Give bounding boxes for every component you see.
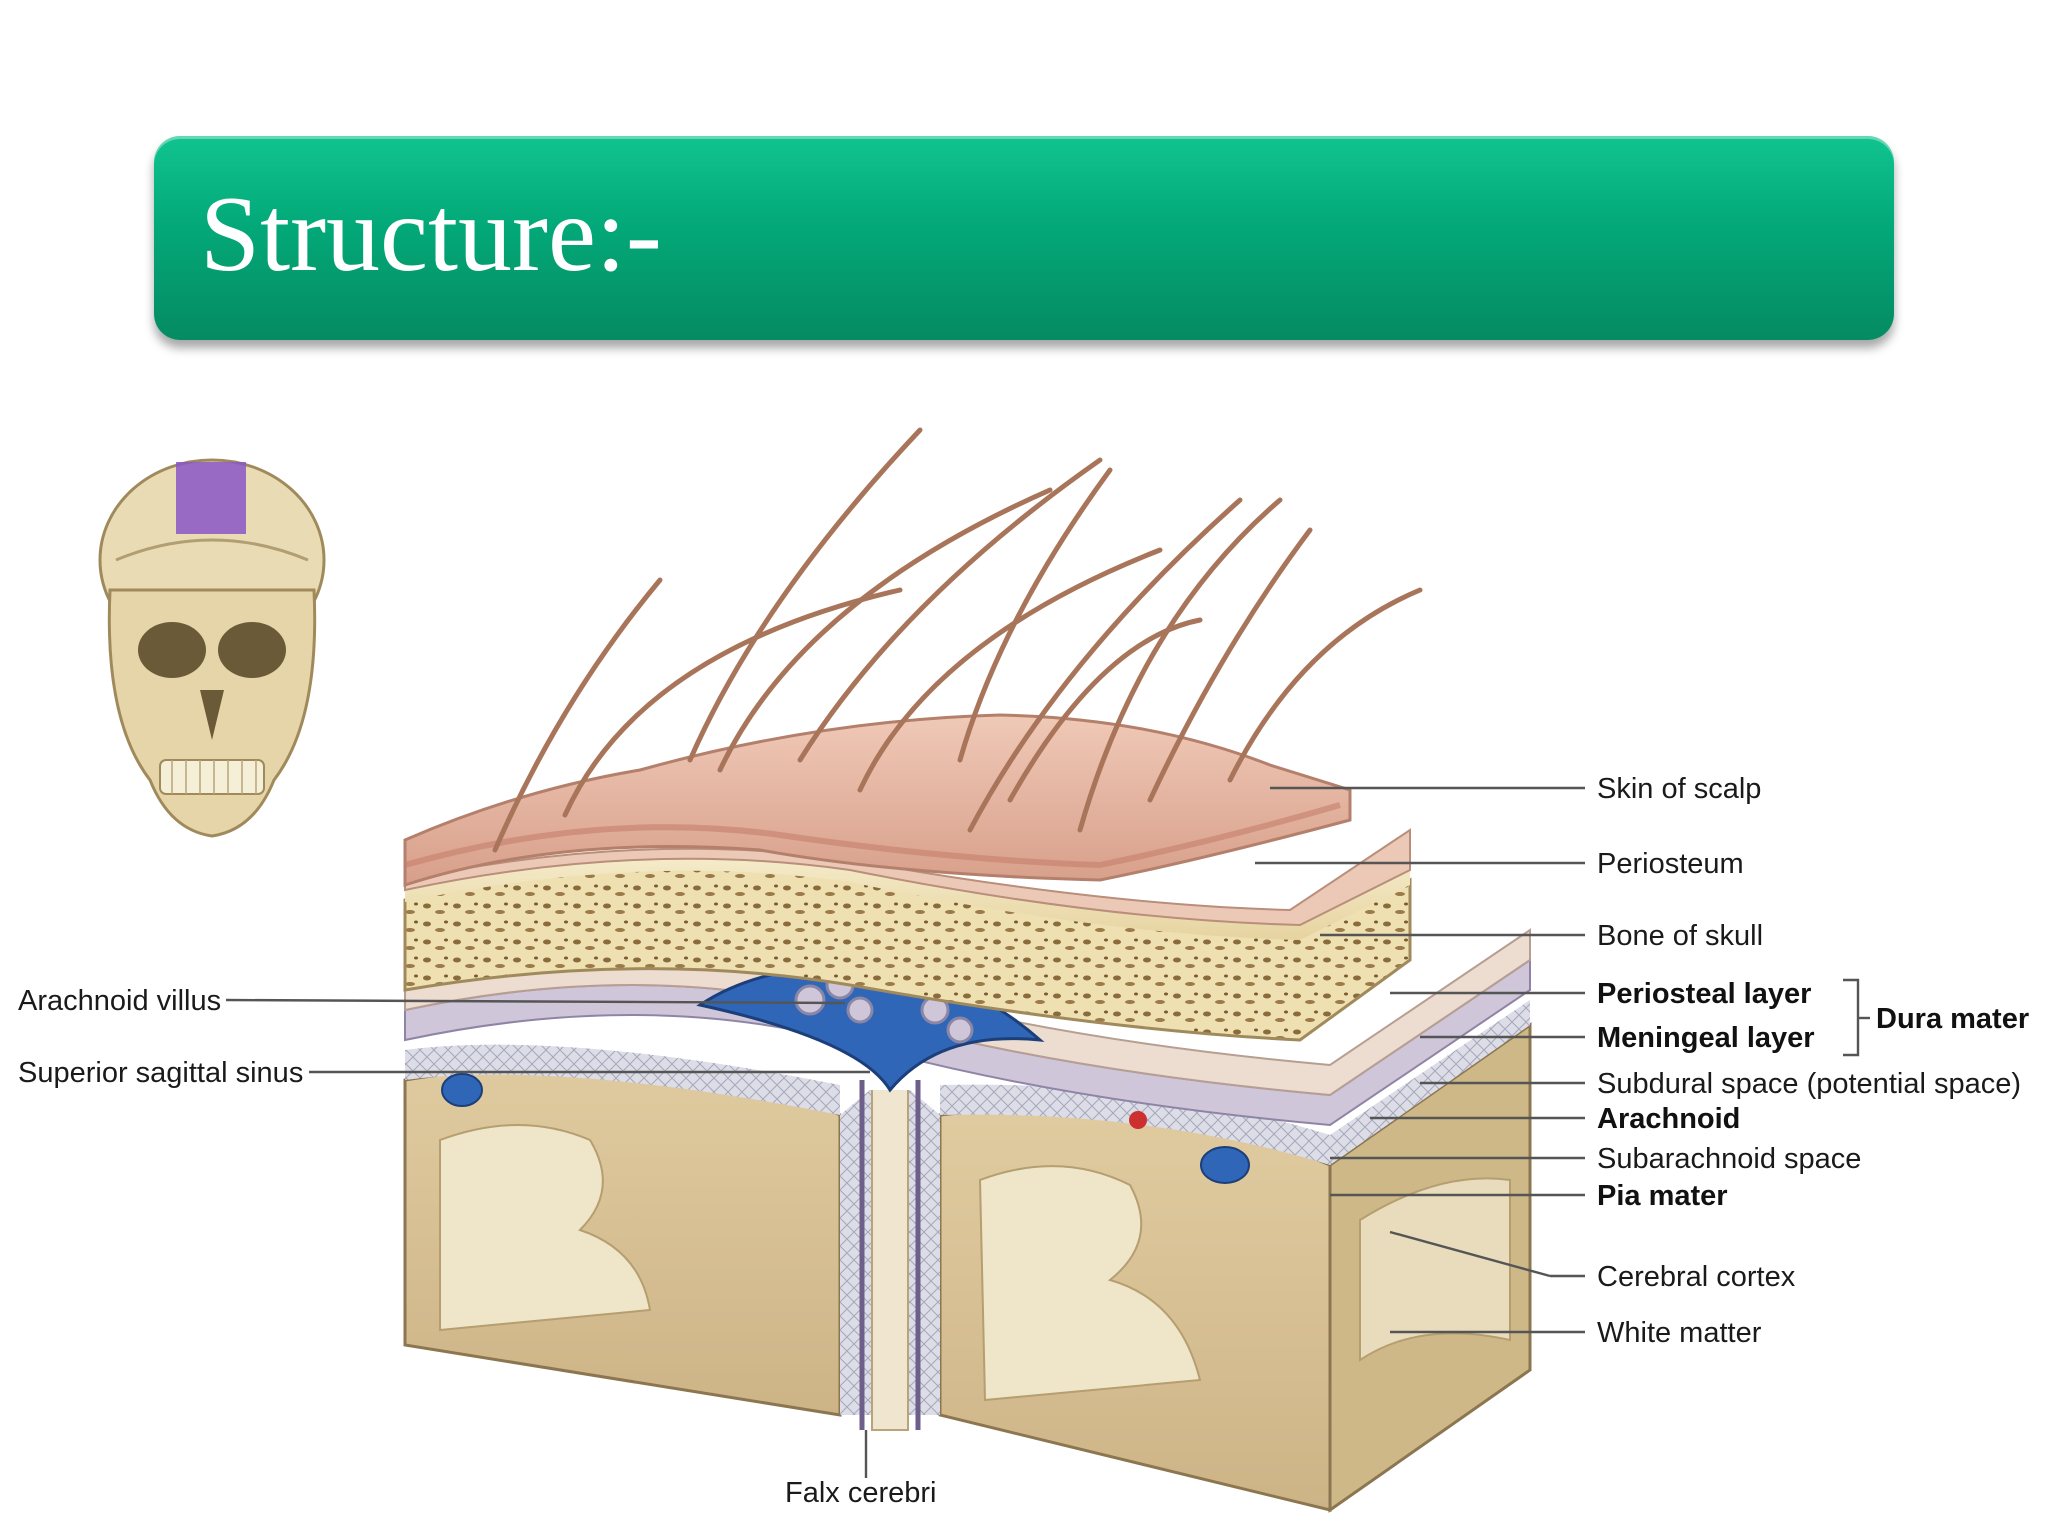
scalp-shape [403,713,1352,888]
label-subarachnoid-space: Subarachnoid space [1597,1143,1861,1175]
hairs [492,427,1423,853]
label-subdural-space: Subdural space (potential space) [1597,1068,2021,1100]
label-arachnoid: Arachnoid [1597,1103,1740,1135]
label-periosteal-layer: Periosteal layer [1597,978,1811,1010]
label-meningeal-layer: Meningeal layer [1597,1022,1815,1054]
leader-lines [225,786,1870,1478]
label-falx-cerebri: Falx cerebri [785,1477,937,1509]
slide-title: Structure:- [200,175,662,294]
skull-thumbnail [98,458,326,838]
label-cerebral-cortex: Cerebral cortex [1597,1261,1796,1293]
label-arachnoid-villus: Arachnoid villus [18,985,221,1017]
label-periosteum: Periosteum [1597,848,1744,880]
label-pia-mater: Pia mater [1597,1180,1728,1212]
label-skin-of-scalp: Skin of scalp [1597,773,1761,805]
cross-section [403,1000,1532,1513]
title-banner: Structure:- [154,136,1894,340]
label-dura-mater: Dura mater [1876,1003,2029,1035]
label-superior-sagittal-sinus: Superior sagittal sinus [18,1057,303,1089]
label-bone-of-skull: Bone of skull [1597,920,1763,952]
label-white-matter: White matter [1597,1317,1762,1349]
